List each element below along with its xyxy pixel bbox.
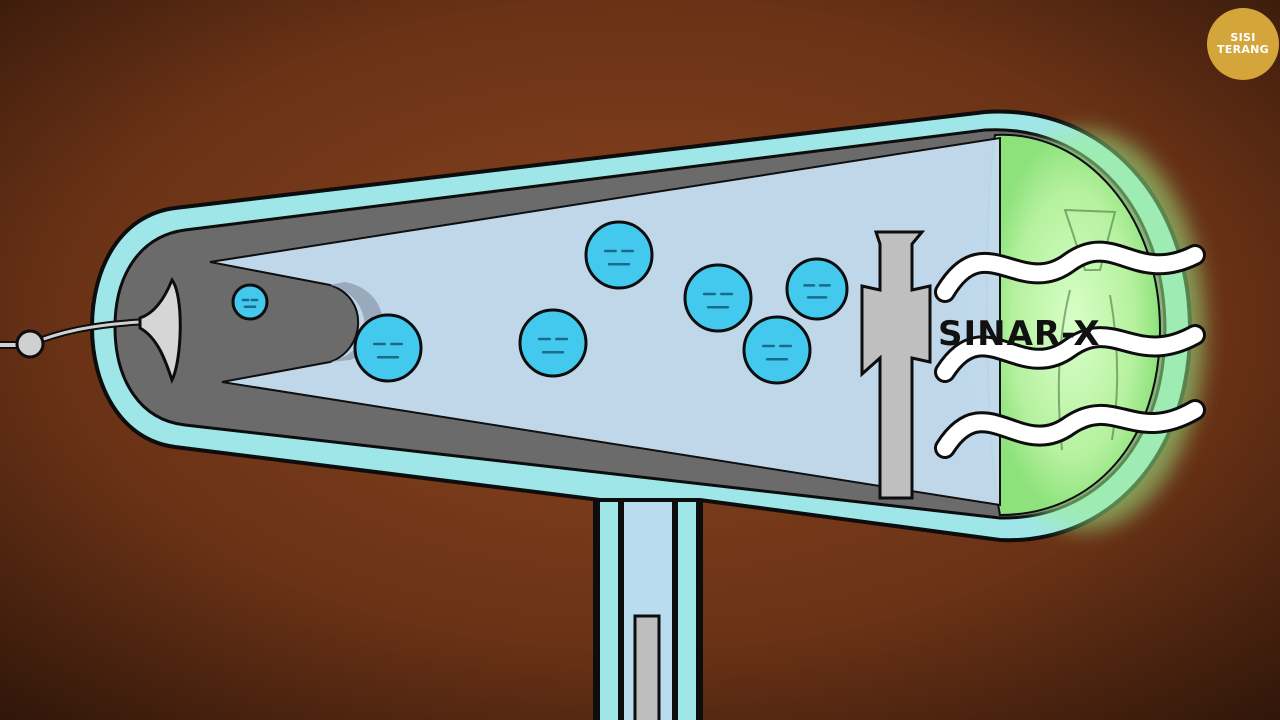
x-ray-label: SINAR-X: [938, 314, 1101, 354]
electron: [744, 317, 810, 383]
electron: [520, 310, 586, 376]
channel-logo: SISI TERANG: [1207, 8, 1279, 80]
electron: [586, 222, 652, 288]
electron: [787, 259, 847, 319]
electron: [355, 315, 421, 381]
electron: [233, 285, 267, 319]
electron: [685, 265, 751, 331]
logo-line-2: TERANG: [1217, 44, 1269, 56]
tube-stem: [593, 470, 703, 720]
